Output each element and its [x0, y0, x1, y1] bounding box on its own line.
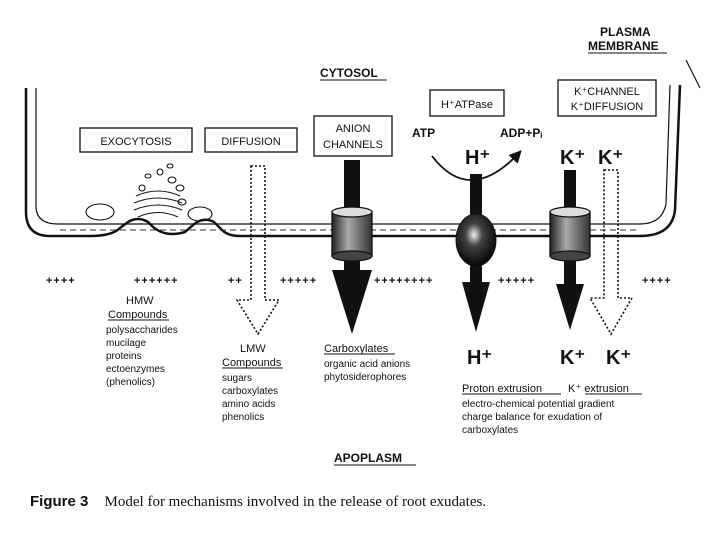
plasma-membrane-pointer: [685, 59, 701, 89]
plasma-membrane-label: PLASMA: [600, 25, 651, 39]
lmw-title: LMW: [240, 343, 266, 355]
proton-pump-arrowhead: [462, 282, 490, 332]
charge-row-2: ++++++: [134, 275, 179, 287]
anion-channel-cylinder: [331, 206, 373, 262]
anion-channel-arrowhead: [332, 270, 372, 334]
k-channel-label: K⁺CHANNEL: [574, 86, 640, 98]
anion-channels-label-2: CHANNELS: [323, 139, 383, 151]
proton-note: carboxylates: [462, 425, 518, 436]
apoplasm-k-ion-label: K⁺: [560, 347, 585, 369]
k-diffusion-arrow: [588, 169, 634, 336]
atp-label: ATP: [412, 126, 435, 140]
proton-note: electro-chemical potential gradient: [462, 399, 615, 410]
carboxylates-item: organic acid anions: [324, 359, 410, 370]
carboxylates-title: Carboxylates: [324, 343, 389, 355]
apoplasm-h-ion-label: H⁺: [467, 347, 492, 369]
carboxylates-item: phytosiderophores: [324, 372, 406, 383]
apoplasm-k-ion-label-2: K⁺: [606, 347, 631, 369]
charge-row-1: ++++: [46, 275, 76, 287]
cytosol-label: CYTOSOL: [320, 66, 378, 80]
exocytosis-box: [79, 127, 193, 153]
adp-label: ADP+Pᵢ: [500, 126, 542, 140]
proton-extrusion-label: Proton extrusion: [462, 383, 542, 395]
figure-number: Figure 3: [30, 493, 89, 510]
hmw-title: HMW: [126, 295, 154, 307]
anion-channels-box: [313, 115, 393, 157]
anion-channels-label: ANION: [336, 123, 371, 135]
diffusion-arrow: [235, 165, 281, 336]
cytosol-k-ion-label-2: K⁺: [598, 147, 623, 169]
hmw-subtitle: Compounds: [108, 309, 168, 321]
k-channel-arrowhead: [556, 284, 584, 330]
lmw-item: sugars: [222, 373, 252, 384]
proton-note: charge balance for exudation of: [462, 412, 602, 423]
cytosol-k-ion-label: K⁺: [560, 147, 585, 169]
hmw-item: (phenolics): [106, 377, 155, 388]
hmw-item: polysaccharides: [106, 325, 178, 336]
h-atpase-label: H⁺ATPase: [441, 99, 493, 111]
cell-wall-outline: [24, 84, 682, 238]
charge-row-3: ++: [228, 275, 243, 287]
charge-row-6: +++++: [498, 275, 535, 287]
k-extrusion-label: K⁺ extrusion: [568, 383, 629, 395]
figure-caption: Figure 3 Model for mechanisms involved i…: [30, 493, 710, 517]
charge-row-7: ++++: [642, 275, 672, 287]
figure-caption-text: Model for mechanisms involved in the rel…: [104, 494, 487, 510]
apoplasm-label: APOPLASM: [334, 451, 402, 465]
lmw-item: carboxylates: [222, 386, 278, 397]
k-channel-box: [557, 79, 657, 117]
hmw-item: proteins: [106, 351, 142, 362]
lmw-item: amino acids: [222, 399, 275, 410]
lmw-item: phenolics: [222, 412, 264, 423]
proton-pump-sphere: [455, 213, 497, 267]
k-channel-cylinder: [549, 206, 591, 262]
diffusion-label: DIFFUSION: [221, 136, 280, 148]
exocytosis-label: EXOCYTOSIS: [100, 136, 171, 148]
k-diffusion-label: K⁺DIFFUSION: [571, 101, 643, 113]
charge-row-4: +++++: [280, 275, 317, 287]
charge-row-5: ++++++++: [374, 275, 433, 287]
plasma-membrane-label-2: MEMBRANE: [588, 39, 659, 53]
hmw-item: ectoenzymes: [106, 364, 165, 375]
exocytosis-vesicles: [85, 163, 213, 222]
diffusion-box: [204, 127, 298, 153]
lmw-subtitle: Compounds: [222, 357, 282, 369]
h-atpase-box: [429, 89, 505, 117]
cytosol-h-ion-label: H⁺: [465, 147, 490, 169]
hmw-item: mucilage: [106, 338, 146, 349]
